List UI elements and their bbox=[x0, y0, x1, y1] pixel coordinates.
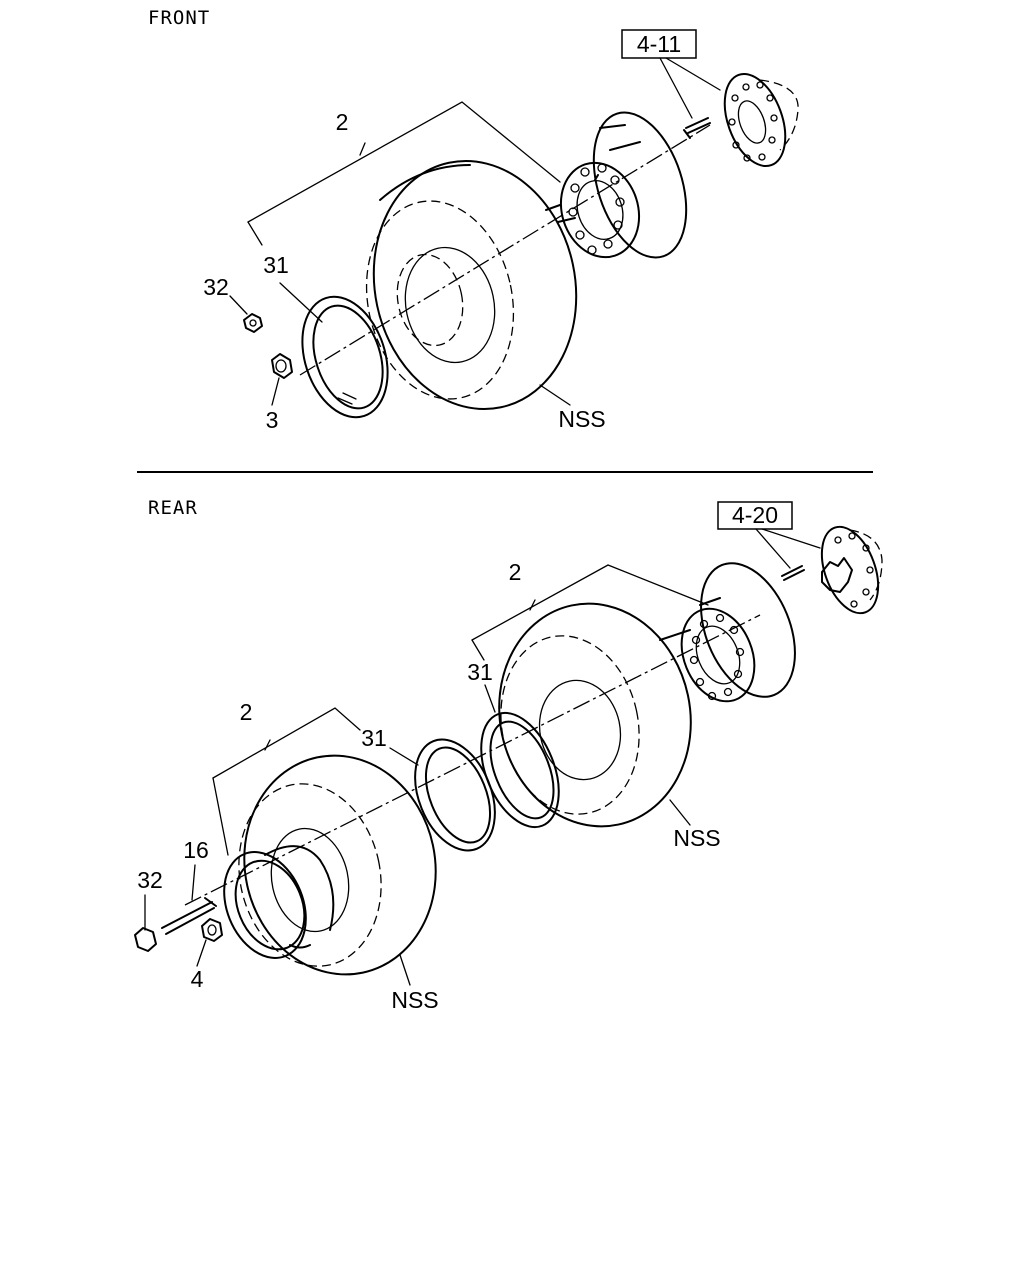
rear-inner-nut-leader bbox=[196, 939, 207, 967]
front-ref-box[interactable]: 4-11 bbox=[621, 29, 697, 59]
front-wheel-disc bbox=[545, 111, 688, 259]
rear-ref-label: 4-20 bbox=[732, 502, 778, 528]
rear-callout-inner-tire: NSS bbox=[673, 825, 720, 851]
rear-stud-hub bbox=[781, 565, 805, 581]
rear-inner-ring-leader bbox=[484, 684, 496, 713]
rear-callout-stud: 16 bbox=[183, 837, 209, 863]
rear-outer-wheel-bracket bbox=[212, 707, 361, 779]
rear-inner-wheel-bracket bbox=[471, 564, 709, 641]
rear-callout-inner-wheel: 2 bbox=[509, 559, 522, 585]
front-callout-ring: 31 bbox=[263, 252, 289, 278]
rear-outer-tire-leader bbox=[399, 954, 411, 986]
front-section-title: FRONT bbox=[148, 7, 210, 29]
front-lock-ring bbox=[301, 295, 389, 419]
rear-inner-bracket-ticks bbox=[471, 599, 536, 661]
rear-outer-bracket-ticks bbox=[212, 739, 271, 856]
front-ref-label: 4-11 bbox=[637, 31, 681, 57]
rear-outer-nut bbox=[134, 927, 157, 952]
front-axis-line bbox=[299, 124, 711, 376]
front-washer-leader bbox=[271, 377, 280, 406]
rear-inner-nut bbox=[201, 918, 223, 942]
rear-callout-outer-tire: NSS bbox=[391, 987, 438, 1013]
front-ring-leader bbox=[279, 282, 323, 323]
rear-outer-wheel-disc bbox=[223, 845, 335, 959]
front-nut-leader bbox=[229, 295, 248, 315]
front-tire-leader bbox=[539, 384, 571, 406]
rear-section: REAR 4-20 bbox=[134, 497, 883, 1013]
rear-ref-leaders bbox=[755, 528, 821, 569]
rear-callout-outer-wheel: 2 bbox=[240, 699, 253, 725]
rear-inner-wheel-disc bbox=[659, 562, 796, 703]
rear-callout-inner-ring: 31 bbox=[467, 659, 493, 685]
rear-stud bbox=[161, 897, 217, 935]
front-washer bbox=[271, 353, 293, 379]
front-section: FRONT 4-11 bbox=[148, 7, 799, 433]
front-callout-washer: 3 bbox=[266, 407, 279, 433]
rear-callout-outer-ring: 31 bbox=[361, 725, 387, 751]
rear-callout-inner-nut: 4 bbox=[191, 966, 204, 992]
front-callout-nut: 32 bbox=[203, 274, 229, 300]
rear-inner-tire-leader bbox=[669, 799, 691, 826]
rear-outer-lock-ring bbox=[414, 738, 496, 852]
front-stud bbox=[683, 117, 711, 139]
rear-axis-line bbox=[184, 614, 761, 906]
rear-ref-box[interactable]: 4-20 bbox=[717, 501, 793, 530]
rear-callout-nut: 32 bbox=[137, 867, 163, 893]
rear-stud-leader bbox=[191, 864, 196, 901]
front-tire bbox=[365, 159, 578, 411]
rear-hub bbox=[820, 525, 883, 615]
rear-section-title: REAR bbox=[148, 497, 198, 519]
front-callout-tire: NSS bbox=[558, 406, 605, 432]
rear-outer-tire bbox=[238, 754, 437, 976]
front-nut bbox=[243, 313, 263, 333]
front-wheel-bracket bbox=[247, 101, 561, 223]
front-bracket-ticks bbox=[247, 142, 366, 246]
front-callout-wheel: 2 bbox=[336, 109, 349, 135]
rear-outer-ring-leader bbox=[389, 747, 419, 766]
front-ref-leaders bbox=[659, 57, 721, 119]
front-hub bbox=[723, 72, 799, 168]
